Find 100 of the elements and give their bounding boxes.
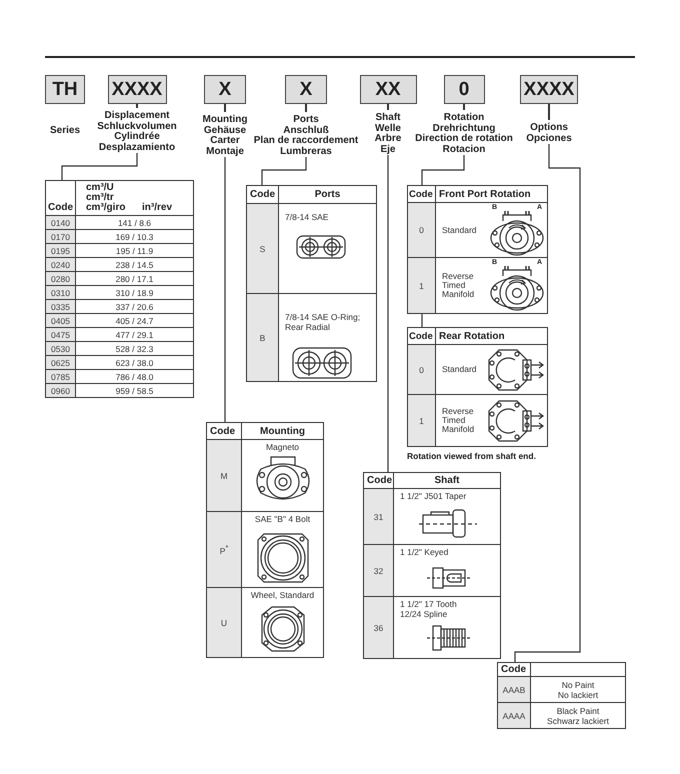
caption-text: Schluckvolumen xyxy=(97,122,177,132)
column-header: Code xyxy=(46,180,76,216)
code-value: 0960 xyxy=(46,384,76,398)
column-header: Code xyxy=(364,472,394,488)
code-value: AAAB xyxy=(498,676,530,702)
code-value: 0170 xyxy=(46,230,76,244)
code-box: XXXX xyxy=(108,75,166,104)
code-value: 0 xyxy=(408,344,436,394)
connector-line xyxy=(387,155,389,472)
caption-text: Cylindrée xyxy=(114,132,160,142)
code-value: 0405 xyxy=(46,314,76,328)
code-value: U xyxy=(206,588,242,658)
column-header: Code xyxy=(408,186,436,202)
code-value: 1 xyxy=(408,258,436,314)
unit-label: cm³/tr xyxy=(86,193,114,203)
column-header: Code xyxy=(498,662,530,676)
description-text: SAE "B" 4 Bolt xyxy=(254,514,310,524)
description-text: 1 1/2" J501 Taper xyxy=(400,491,468,501)
description-text: Standard xyxy=(442,365,478,374)
code-value: 0140 xyxy=(46,216,76,230)
code-value: M xyxy=(206,440,242,512)
column-header: Rear Rotation xyxy=(436,328,548,344)
caption-text: Anschluß xyxy=(283,126,329,136)
displacement-value: 310 / 18.9 xyxy=(76,286,194,300)
column-header: Front Port Rotation xyxy=(436,186,548,202)
column-header: Mounting xyxy=(242,422,324,440)
caption-text: Shaft xyxy=(376,113,400,124)
description-text: 1 1/2" 17 Tooth 12/24 Spline xyxy=(400,599,458,619)
code-box: 0 xyxy=(444,75,484,104)
description-text: 1 1/2" Keyed xyxy=(400,547,450,557)
description-text: Reverse Timed Manifold xyxy=(442,407,476,434)
displacement-value: 786 / 48.0 xyxy=(76,370,194,384)
code-value: 0240 xyxy=(46,258,76,272)
code-value: 0280 xyxy=(46,272,76,286)
code-value: AAAA xyxy=(498,702,530,728)
code-value: B xyxy=(246,294,278,382)
caption-text: Arbre xyxy=(374,134,402,144)
code-value: P$^{*}$ xyxy=(206,512,242,588)
caption-text: Welle xyxy=(375,124,401,134)
code-value: 0785 xyxy=(46,370,76,384)
option-text: No Paint xyxy=(560,680,596,690)
option-text: No lackiert xyxy=(556,690,600,700)
code-value: 0 xyxy=(408,202,436,258)
code-value: 0475 xyxy=(46,328,76,342)
displacement-value: 405 / 24.7 xyxy=(76,314,194,328)
description-text: 7/8-14 SAE xyxy=(285,212,330,222)
caption-text: Ports xyxy=(293,115,319,126)
caption-text: Gehäuse xyxy=(204,126,246,136)
code-value: 31 xyxy=(364,488,394,544)
column-header: Code xyxy=(408,328,436,344)
code-value: 0530 xyxy=(46,342,76,356)
connector-line xyxy=(421,155,465,185)
code-value: 1 xyxy=(408,394,436,446)
displacement-value: 238 / 14.5 xyxy=(76,258,194,272)
displacement-value: 337 / 20.6 xyxy=(76,300,194,314)
code-value: 0625 xyxy=(46,356,76,370)
column-header: Code xyxy=(206,422,242,440)
column-header: Shaft xyxy=(394,472,500,488)
unit-label: in³/rev xyxy=(142,203,172,213)
caption-text: Carter xyxy=(210,136,240,146)
connector-line xyxy=(421,314,423,327)
displacement-value: 195 / 11.9 xyxy=(76,244,194,258)
caption-text: Montaje xyxy=(206,146,244,157)
connector-line xyxy=(261,157,307,185)
code-box: XXXX xyxy=(520,75,578,104)
code-value: 36 xyxy=(364,596,394,658)
code-value: 0335 xyxy=(46,300,76,314)
connector-line xyxy=(61,153,138,180)
caption-text: Plan de raccordement xyxy=(254,136,358,146)
displacement-value: 623 / 38.0 xyxy=(76,356,194,370)
code-value: 32 xyxy=(364,544,394,596)
displacement-value: 477 / 29.1 xyxy=(76,328,194,342)
displacement-value: 169 / 10.3 xyxy=(76,230,194,244)
caption-text: Drehrichtung xyxy=(432,124,496,134)
note-text: Rotation viewed from shaft end. xyxy=(407,451,537,461)
caption-text: Eje xyxy=(380,144,396,155)
description-text: Wheel, Standard xyxy=(250,590,314,600)
column-header: Ports xyxy=(278,186,376,204)
description-text: Magneto xyxy=(266,442,300,452)
caption-text: Opciones xyxy=(526,134,572,144)
connector-line xyxy=(514,144,581,662)
caption-text: Desplazamiento xyxy=(98,142,176,153)
code-value: S xyxy=(246,204,278,294)
description-text: Standard xyxy=(442,226,478,234)
unit-label: cm³/giro xyxy=(86,203,126,213)
unit-label: cm³/U xyxy=(86,183,114,193)
caption-text: Series xyxy=(50,126,80,136)
connector-line xyxy=(224,157,226,422)
caption-text: Direction de rotation xyxy=(415,134,513,144)
caption-text: Lumbreras xyxy=(280,146,332,157)
caption-text: Rotacion xyxy=(442,144,486,155)
caption-text: Rotation xyxy=(444,113,484,124)
caption-text: Displacement xyxy=(104,111,170,122)
displacement-value: 141 / 8.6 xyxy=(76,216,194,230)
description-text: Reverse Timed Manifold xyxy=(442,272,476,299)
column-header: Code xyxy=(246,186,278,204)
code-box: X xyxy=(204,75,246,104)
caption-text: Options xyxy=(530,123,568,134)
description-text: 7/8-14 SAE O-Ring; Rear Radial xyxy=(285,312,362,332)
code-value: 0195 xyxy=(46,244,76,258)
